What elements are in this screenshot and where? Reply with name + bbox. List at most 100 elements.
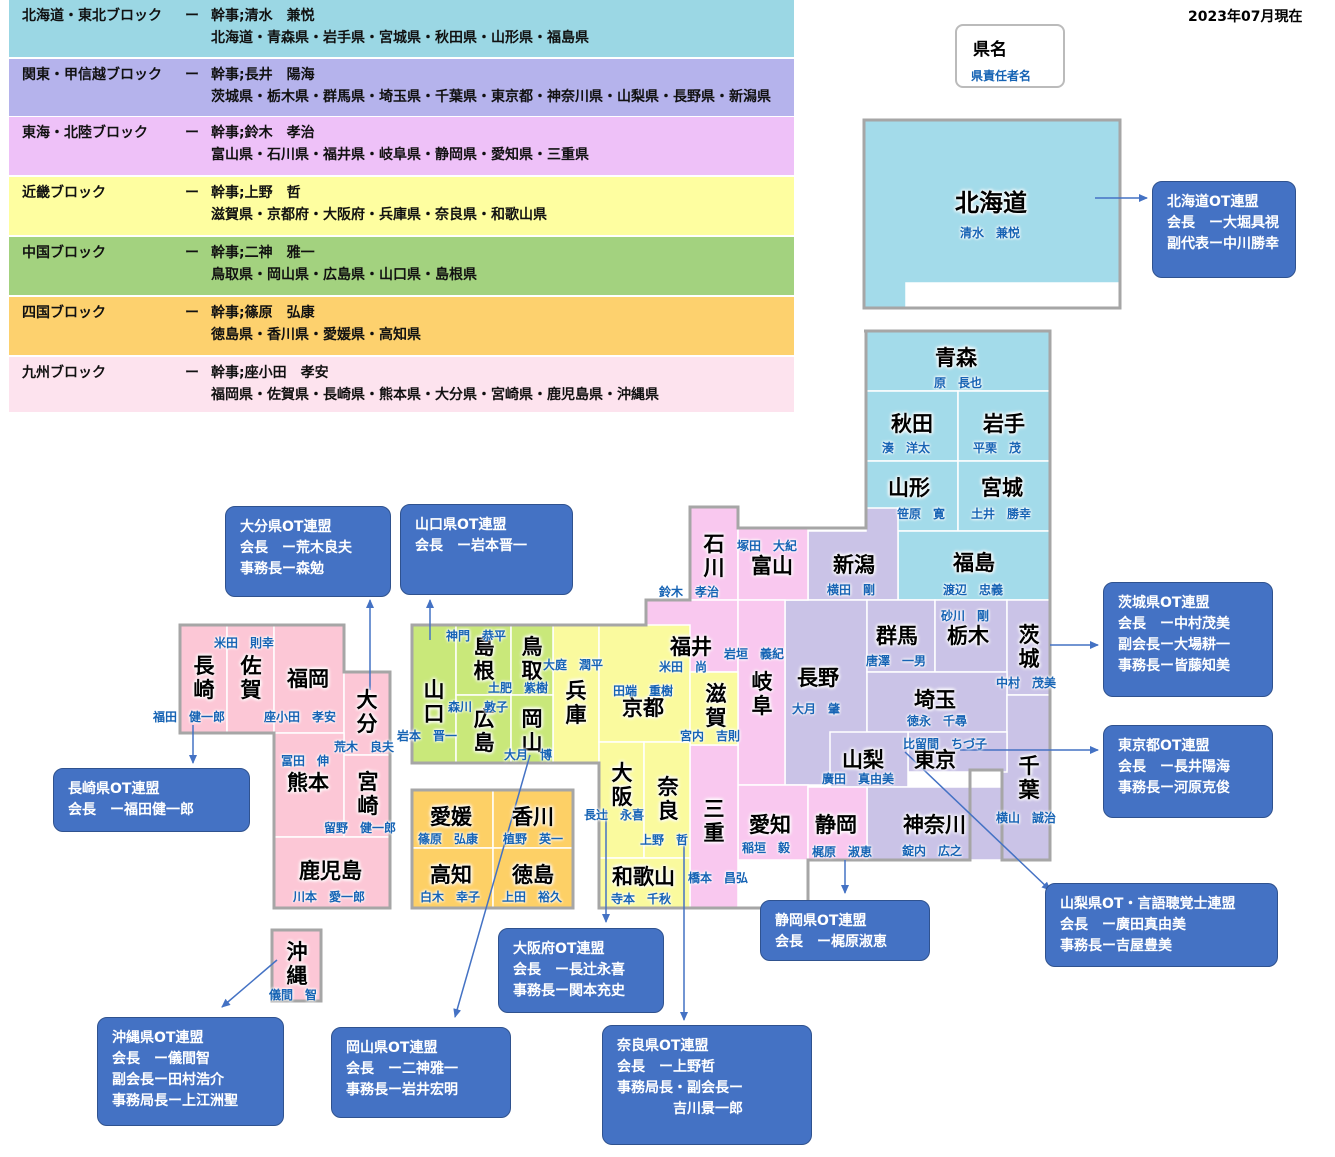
- pref-rep-kanagawa: 錠内 広之: [902, 844, 963, 858]
- block-name: 北海道・東北ブロック: [22, 8, 162, 24]
- shape-okayama: [510, 694, 554, 764]
- pref-rep-tottori: 土肥 紫樹: [488, 681, 549, 695]
- pref-rep-tokyo: 比留間 ちづ子: [903, 737, 988, 751]
- pref-name-hokkaido: 北海道: [955, 189, 1027, 217]
- connector-okinawa: [221, 959, 278, 1008]
- box-line: 会長 ー二神雅一: [346, 1061, 458, 1077]
- block-coordinator: 幹事;上野 哲: [211, 185, 301, 201]
- pref-name-kochi: 高知: [430, 863, 472, 887]
- box-title: 東京都OT連盟: [1118, 738, 1210, 754]
- box-okinawa: 沖縄県OT連盟 会長 ー儀間智 副会長ー田村浩介 事務局長ー上江洲聖: [97, 1017, 284, 1126]
- pref-rep-nagano: 大月 肇: [792, 702, 841, 716]
- box-line: 副会長ー大場耕一: [1118, 637, 1230, 653]
- pref-name-iwate: 岩手: [983, 412, 1025, 436]
- pref-rep-fukuoka: 座小田 孝安: [264, 710, 337, 724]
- pref-name-yamanashi: 山梨: [842, 748, 884, 772]
- outline-hokkaido: [862, 118, 1122, 310]
- block-prefectures: 福岡県・佐賀県・長崎県・熊本県・大分県・宮崎県・鹿児島県・沖縄県: [211, 387, 659, 403]
- connector-okayama: [453, 754, 531, 1018]
- block-dash: ー: [185, 8, 199, 24]
- box-line: 事務長ー岩井宏明: [346, 1082, 458, 1098]
- block-row-tokai: 東海・北陸ブロック ー 幹事;鈴木 孝治 富山県・石川県・福井県・岐阜県・静岡県…: [9, 117, 794, 175]
- shape-aichi: [737, 784, 809, 861]
- pref-rep-fukushima: 渡辺 忠義: [943, 583, 1004, 597]
- pref-name-chiba: 千葉: [1018, 754, 1040, 802]
- pref-name-saga: 佐賀: [240, 654, 262, 702]
- pref-name-okinawa: 沖縄: [286, 940, 308, 988]
- box-line: 事務長ー関本充史: [513, 983, 625, 999]
- block-row-kyushu: 九州ブロック ー 幹事;座小田 孝安 福岡県・佐賀県・長崎県・熊本県・大分県・宮…: [9, 357, 794, 412]
- pref-name-nagasaki: 長崎: [193, 654, 215, 702]
- pref-name-toyama: 富山: [751, 554, 793, 578]
- pref-rep-oita: 荒木 良夫: [334, 740, 395, 754]
- box-line: 副代表ー中川勝幸: [1167, 236, 1279, 252]
- pref-rep-kyoto: 田端 重樹: [613, 684, 674, 698]
- pref-rep-aichi: 稲垣 毅: [742, 841, 791, 855]
- shape-shimane: [455, 624, 512, 696]
- box-title: 大分県OT連盟: [240, 519, 332, 535]
- pref-rep-akita: 湊 洋太: [882, 441, 931, 455]
- block-dash: ー: [185, 365, 199, 381]
- shape-gunma: [866, 599, 936, 673]
- pref-rep-nara: 上野 哲: [640, 833, 689, 847]
- pref-rep-shizuoka: 梶原 淑恵: [812, 845, 873, 859]
- pref-name-tokushima: 徳島: [512, 863, 554, 887]
- pref-rep-hyogo: 大庭 潤平: [543, 658, 604, 672]
- shape-tokushima: [492, 847, 574, 909]
- box-line: 事務長ー森勉: [240, 561, 324, 577]
- pref-rep-fukui: 米田 尚: [659, 660, 708, 674]
- pref-rep-kagoshima: 川本 愛一郎: [293, 890, 366, 904]
- block-name: 九州ブロック: [22, 365, 106, 381]
- box-line: 会長 ー廣田真由美: [1060, 917, 1186, 933]
- box-line: 吉川景一郎: [617, 1101, 743, 1117]
- pref-rep-iwate: 平栗 茂: [973, 441, 1022, 455]
- box-line: 会長 ー長辻永喜: [513, 962, 625, 978]
- box-yamaguchi: 山口県OT連盟 会長 ー岩本晋一: [400, 504, 573, 595]
- box-line: 会長 ー上野哲: [617, 1059, 715, 1075]
- box-title: 静岡県OT連盟: [775, 913, 867, 929]
- pref-name-tottori: 鳥取: [521, 635, 543, 683]
- block-name: 四国ブロック: [22, 305, 106, 321]
- pref-name-kagoshima: 鹿児島: [299, 859, 362, 883]
- pref-name-kyoto: 京都: [622, 696, 664, 720]
- connector-yamanashi: [904, 751, 1051, 891]
- block-prefectures: 徳島県・香川県・愛媛県・高知県: [211, 327, 421, 343]
- box-line: 会長 ー荒木良夫: [240, 540, 352, 556]
- block-dash: ー: [185, 305, 199, 321]
- pref-name-gunma: 群馬: [876, 624, 918, 648]
- pref-rep-niigata: 横田 剛: [827, 583, 876, 597]
- box-oita: 大分県OT連盟 会長 ー荒木良夫 事務長ー森勉: [225, 506, 391, 597]
- box-line: 会長 ー福田健一郎: [68, 802, 194, 818]
- block-prefectures: 滋賀県・京都府・大阪府・兵庫県・奈良県・和歌山県: [211, 207, 547, 223]
- pref-rep-aomori: 原 長也: [934, 376, 983, 390]
- box-title: 北海道OT連盟: [1167, 194, 1259, 210]
- block-coordinator: 幹事;鈴木 孝治: [211, 125, 315, 141]
- pref-name-kumamoto: 熊本: [287, 771, 329, 795]
- block-prefectures: 鳥取県・岡山県・広島県・山口県・島根県: [211, 267, 477, 283]
- pref-name-kanagawa: 神奈川: [903, 813, 966, 837]
- pref-rep-saitama: 徳永 千尋: [907, 714, 968, 728]
- pref-name-hiroshima: 広島: [473, 707, 495, 755]
- shape-nagasaki: [179, 624, 228, 734]
- legend-key-rep: 県責任者名: [971, 69, 1032, 83]
- pref-name-ehime: 愛媛: [430, 805, 472, 829]
- date-label: 2023年07月現在: [1188, 9, 1303, 25]
- pref-name-niigata: 新潟: [833, 553, 875, 577]
- box-nagasaki: 長崎県OT連盟 会長 ー福田健一郎: [53, 768, 250, 832]
- pref-rep-ishikawa: 鈴木 孝治: [659, 585, 720, 599]
- block-prefectures: 富山県・石川県・福井県・岐阜県・静岡県・愛知県・三重県: [211, 147, 589, 163]
- box-line: 事務局長・副会長ー: [617, 1080, 743, 1096]
- pref-rep-miyazaki: 留野 健一郎: [324, 821, 397, 835]
- pref-name-gifu: 岐阜: [751, 670, 773, 718]
- pref-name-tochigi: 栃木: [947, 624, 989, 648]
- pref-rep-gunma: 唐澤 一男: [866, 654, 927, 668]
- block-name: 関東・甲信越ブロック: [22, 67, 162, 83]
- pref-name-aichi: 愛知: [749, 813, 791, 837]
- box-hokkaido: 北海道OT連盟 会長 ー大堀具視 副代表ー中川勝幸: [1152, 181, 1296, 278]
- box-tokyo: 東京都OT連盟 会長 ー長井陽海 事務長ー河原克俊: [1103, 725, 1273, 818]
- pref-name-mie: 三重: [703, 797, 725, 845]
- pref-rep-yamanashi: 廣田 真由美: [822, 772, 895, 786]
- shape-toyama: [737, 527, 809, 601]
- shape-fukuoka: [273, 624, 345, 734]
